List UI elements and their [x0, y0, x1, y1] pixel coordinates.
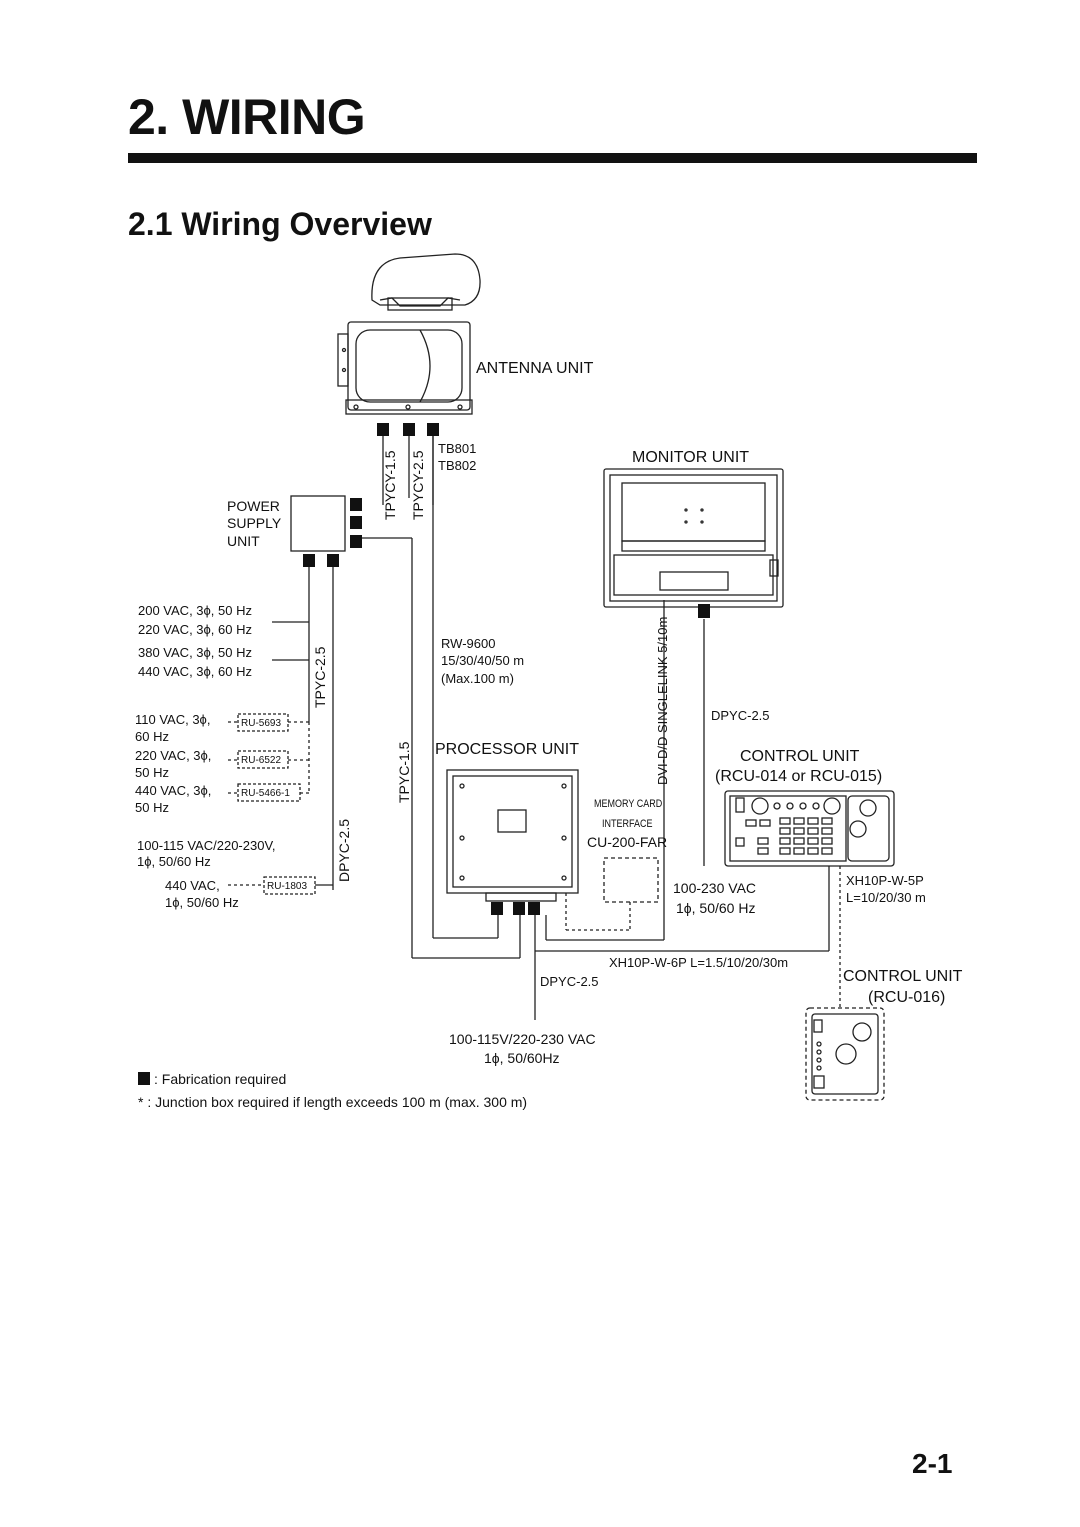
memory-card-label-1: MEMORY CARD: [594, 798, 662, 810]
cable-lines: [272, 436, 830, 1020]
power-input-7b: 50 Hz: [135, 800, 169, 815]
cable-tpycy-1-5: TPYCY-1.5: [382, 450, 398, 520]
cable-dvi: DVI-D/D SINGLELINK 5/10m: [655, 617, 670, 785]
power-input-5a: 110 VAC, 3ϕ,: [135, 712, 210, 727]
control-unit-2-label: CONTROL UNIT: [843, 968, 963, 985]
control-power-2: 1ϕ, 50/60 Hz: [676, 900, 755, 916]
legend-fabrication: : Fabrication required: [154, 1071, 286, 1087]
cable-xh10p-w-6p: XH10P-W-6P L=1.5/10/20/30m: [609, 955, 788, 970]
power-input-8a: 100-115 VAC/220-230V,: [137, 838, 276, 853]
power-input-5b: 60 Hz: [135, 729, 169, 744]
processor-power-1: 100-115V/220-230 VAC: [449, 1031, 596, 1047]
control-unit-drawing: [724, 790, 895, 867]
transformer-ru-6522: RU-6522: [241, 755, 281, 766]
power-input-1: 200 VAC, 3ϕ, 50 Hz: [138, 603, 252, 618]
power-supply-unit-box: [290, 495, 346, 552]
power-input-9b: 1ϕ, 50/60 Hz: [165, 895, 239, 910]
dashed-lines: [228, 721, 841, 1008]
cable-tpyc-2-5: TPYC-2.5: [312, 646, 328, 708]
power-input-6b: 50 Hz: [135, 765, 169, 780]
cable-rw9600-max: (Max.100 m): [441, 671, 514, 686]
power-input-7a: 440 VAC, 3ϕ,: [135, 783, 211, 798]
monitor-unit-drawing: [603, 468, 784, 608]
power-input-6a: 220 VAC, 3ϕ,: [135, 748, 211, 763]
transformer-ru-5693: RU-5693: [241, 718, 281, 729]
cable-rw9600: RW-9600: [441, 636, 495, 651]
control-power-1: 100-230 VAC: [673, 880, 756, 896]
terminal-tb802: TB802: [438, 458, 476, 473]
cable-dpyc-2-5-psu: DPYC-2.5: [336, 819, 352, 882]
antenna-unit-drawing: [337, 253, 481, 415]
terminal-tb801: TB801: [438, 441, 476, 456]
antenna-unit-label: ANTENNA UNIT: [476, 360, 594, 377]
power-input-8b: 1ϕ, 50/60 Hz: [137, 854, 211, 869]
memory-card-interface-box: [603, 857, 659, 903]
cable-rw9600-length: 15/30/40/50 m: [441, 653, 524, 668]
power-supply-label-2: SUPPLY: [227, 515, 282, 531]
cable-xh10p-w-5p-length: L=10/20/30 m: [846, 890, 926, 905]
power-input-9a: 440 VAC,: [165, 878, 220, 893]
cable-xh10p-w-5p: XH10P-W-5P: [846, 873, 924, 888]
processor-unit-drawing: [446, 769, 579, 902]
transformer-ru-1803: RU-1803: [267, 881, 307, 892]
processor-unit-label: PROCESSOR UNIT: [435, 741, 579, 758]
cable-dpyc-2-5-processor: DPYC-2.5: [540, 974, 599, 989]
power-supply-label-1: POWER: [227, 498, 280, 514]
section-title: 2.1 Wiring Overview: [128, 206, 432, 242]
power-supply-label-3: UNIT: [227, 533, 260, 549]
transformer-ru-5466-1: RU-5466-1: [241, 788, 290, 799]
legend-junction: * : Junction box required if length exce…: [138, 1094, 527, 1110]
processor-power-2: 1ϕ, 50/60Hz: [484, 1050, 560, 1066]
power-input-3: 380 VAC, 3ϕ, 50 Hz: [138, 645, 252, 660]
memory-card-label-2: INTERFACE: [602, 818, 653, 830]
title-rule: [128, 153, 977, 163]
cable-tpyc-1-5: TPYC-1.5: [396, 741, 412, 803]
power-input-2: 220 VAC, 3ϕ, 60 Hz: [138, 622, 252, 637]
transformer-boxes: [237, 713, 316, 895]
power-input-4: 440 VAC, 3ϕ, 60 Hz: [138, 664, 252, 679]
control-unit-2-drawing: [805, 1007, 885, 1101]
memory-card-model: CU-200-FAR: [587, 834, 667, 850]
page-number: 2-1: [912, 1448, 953, 1479]
cable-tpycy-2-5: TPYCY-2.5: [410, 450, 426, 520]
fabrication-markers: [138, 423, 710, 1085]
cable-dpyc-2-5-monitor: DPYC-2.5: [711, 708, 770, 723]
monitor-unit-label: MONITOR UNIT: [632, 449, 749, 466]
control-unit-2-model: (RCU-016): [868, 989, 945, 1006]
control-unit-label: CONTROL UNIT: [740, 748, 860, 765]
control-unit-models: (RCU-014 or RCU-015): [715, 768, 882, 785]
chapter-title: 2. WIRING: [128, 89, 366, 145]
